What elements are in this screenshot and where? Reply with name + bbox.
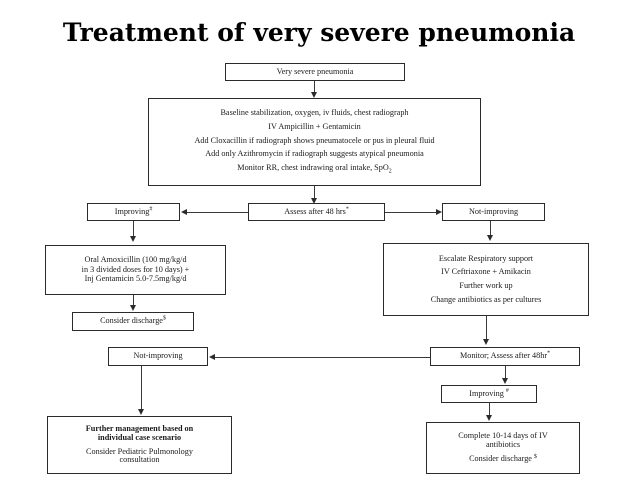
amoxicillin-line-3: Inj Gentamicin 5.0-7.5mg/kg/d bbox=[84, 274, 187, 284]
improving-left-marker: # bbox=[149, 205, 153, 212]
arrowhead-notimproving-to-further-management bbox=[138, 409, 144, 415]
improving-lower-marker: # bbox=[505, 387, 509, 394]
further-management-line-2: individual case scenario bbox=[97, 432, 182, 442]
node-consider-discharge-left: Consider discharge$ bbox=[72, 312, 194, 331]
baseline-line-5: Monitor RR, chest indrawing oral intake,… bbox=[237, 163, 392, 175]
connector-monitor-to-not-improving-lower bbox=[215, 357, 430, 358]
arrowhead-assess-to-improving bbox=[181, 208, 187, 215]
node-label: Improving# bbox=[469, 387, 509, 399]
monitor-marker: * bbox=[547, 350, 551, 357]
arrowhead-vsp-to-baseline bbox=[311, 92, 317, 98]
node-baseline-stabilization: Baseline stabilization, oxygen, iv fluid… bbox=[148, 98, 481, 186]
baseline-line-2: IV Ampicillin + Gentamicin bbox=[268, 121, 361, 131]
connector-assess-to-improving bbox=[187, 212, 248, 213]
node-label: Improving# bbox=[114, 205, 153, 217]
connector-escalate-to-monitor bbox=[486, 316, 487, 341]
node-improving-lower: Improving# bbox=[441, 385, 537, 403]
node-escalate-respiratory-support: Escalate Respiratory support IV Ceftriax… bbox=[383, 243, 589, 316]
arrowhead-improving-lower-to-complete-iv bbox=[486, 415, 492, 421]
connector-notimproving-to-further-management bbox=[141, 366, 142, 411]
further-management-line-1: Further management based on bbox=[85, 424, 194, 434]
connector-improving-to-amoxicillin bbox=[133, 221, 134, 238]
arrowhead-baseline-to-assess bbox=[311, 198, 317, 204]
node-label: Very severe pneumonia bbox=[276, 66, 354, 76]
node-improving-left: Improving# bbox=[87, 203, 180, 221]
node-label: Consider discharge$ bbox=[100, 315, 166, 326]
escalate-line-1: Escalate Respiratory support bbox=[438, 253, 534, 263]
connector-assess-to-not-improving bbox=[385, 212, 436, 213]
baseline-line-5-text: Monitor RR, chest indrawing oral intake,… bbox=[237, 163, 389, 173]
improving-lower-label-text: Improving bbox=[469, 388, 504, 398]
escalate-line-4: Change antibiotics as per cultures bbox=[430, 294, 542, 304]
node-not-improving-right: Not-improving bbox=[442, 203, 545, 221]
arrowhead-monitor-to-improving-lower bbox=[502, 378, 508, 384]
further-management-line-4: consultation bbox=[119, 455, 160, 465]
baseline-line-4: Add only Azithromycin if radiograph sugg… bbox=[205, 149, 424, 159]
amoxicillin-line-1: Oral Amoxicillin (100 mg/kg/d bbox=[84, 255, 187, 265]
node-label: Monitor; Assess after 48hr* bbox=[459, 350, 551, 361]
connector-notimproving-to-escalate bbox=[490, 221, 491, 237]
complete-iv-line-2: antibiotics bbox=[485, 439, 521, 449]
node-complete-iv-antibiotics: Complete 10-14 days of IV antibiotics Co… bbox=[426, 422, 580, 474]
complete-iv-discharge: Consider discharge$ bbox=[469, 453, 537, 464]
baseline-line-3: Add Cloxacillin if radiograph shows pneu… bbox=[194, 135, 435, 145]
assess-label-text: Assess after 48 hrs bbox=[284, 206, 346, 216]
page-title: Treatment of very severe pneumonia bbox=[62, 18, 576, 47]
complete-iv-discharge-marker: $ bbox=[533, 453, 537, 460]
node-label: Not-improving bbox=[133, 351, 183, 361]
node-not-improving-lower: Not-improving bbox=[108, 347, 208, 366]
node-oral-amoxicillin: Oral Amoxicillin (100 mg/kg/d in 3 divid… bbox=[45, 245, 226, 295]
escalate-line-2: IV Ceftriaxone + Amikacin bbox=[441, 267, 531, 277]
node-label: Not-improving bbox=[468, 206, 519, 216]
arrowhead-improving-to-amoxicillin bbox=[130, 236, 136, 242]
node-label: Assess after 48 hrs* bbox=[284, 205, 349, 217]
node-monitor-assess-48hr: Monitor; Assess after 48hr* bbox=[430, 347, 580, 366]
arrowhead-monitor-to-not-improving-lower bbox=[209, 353, 215, 360]
escalate-line-3: Further work up bbox=[459, 281, 513, 291]
amoxicillin-line-2: in 3 divided doses for 10 days) + bbox=[81, 264, 190, 274]
node-further-management: Further management based on individual c… bbox=[47, 416, 232, 474]
discharge-left-label-text: Consider discharge bbox=[100, 316, 163, 326]
baseline-line-1: Baseline stabilization, oxygen, iv fluid… bbox=[220, 107, 409, 117]
further-management-line-3: Consider Pediatric Pulmonology bbox=[86, 446, 193, 456]
complete-iv-discharge-text: Consider discharge bbox=[469, 454, 532, 464]
complete-iv-line-1: Complete 10-14 days of IV bbox=[458, 431, 548, 441]
improving-left-label-text: Improving bbox=[114, 206, 150, 216]
arrowhead-amoxicillin-to-discharge bbox=[130, 305, 136, 311]
node-very-severe-pneumonia: Very severe pneumonia bbox=[225, 63, 405, 81]
spo2-subscript: 2 bbox=[388, 168, 392, 175]
arrowhead-assess-to-not-improving bbox=[436, 208, 442, 215]
arrowhead-notimproving-to-escalate bbox=[487, 235, 493, 241]
connector-monitor-to-improving-lower bbox=[505, 366, 506, 380]
assess-marker: * bbox=[345, 205, 349, 212]
connector-baseline-to-assess bbox=[314, 186, 315, 200]
monitor-label-text: Monitor; Assess after 48hr bbox=[459, 351, 548, 361]
connector-improving-lower-to-complete-iv bbox=[489, 403, 490, 417]
connector-amoxicillin-to-discharge bbox=[133, 295, 134, 307]
discharge-left-marker: $ bbox=[162, 315, 166, 322]
connector-vsp-to-baseline bbox=[314, 81, 315, 94]
arrowhead-escalate-to-monitor bbox=[483, 339, 489, 345]
node-assess-after-48hrs: Assess after 48 hrs* bbox=[248, 203, 385, 221]
